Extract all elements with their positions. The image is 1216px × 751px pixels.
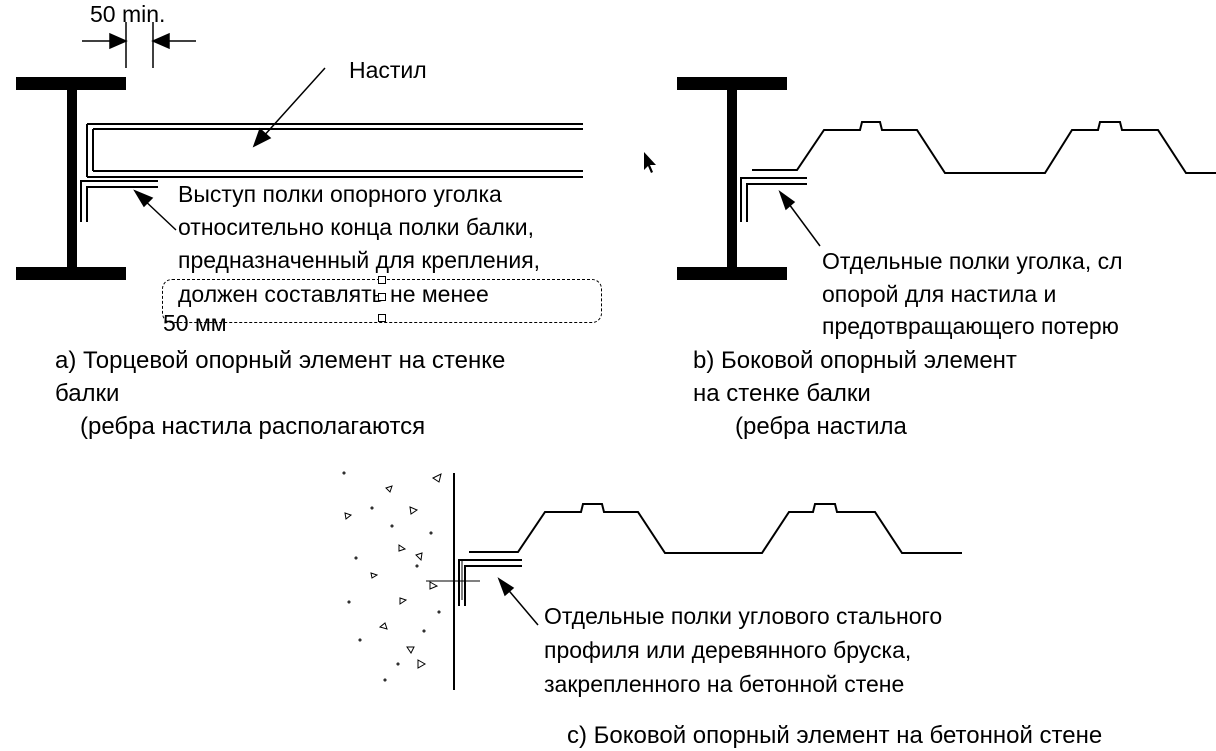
concrete-hatching [342, 471, 442, 682]
deck-label: Настил [349, 57, 427, 83]
note-line: опорой для настила и [822, 281, 1057, 307]
trapezoidal-deck-profile [752, 121, 1216, 174]
note-line: профиля или деревянного бруска, [544, 637, 912, 663]
panel-c-drawing [342, 471, 962, 690]
i-beam-top-flange [16, 77, 126, 90]
selection-top-handle[interactable] [378, 276, 386, 284]
selection-center-handle[interactable] [378, 293, 386, 301]
deck-slab [86, 123, 583, 178]
note-line: должен составлять не менее [178, 281, 489, 307]
i-beam-bottom-flange [677, 267, 787, 280]
caption-line: c) Боковой опорный элемент на бетонной с… [567, 722, 1103, 749]
note-line: закрепленного на бетонной стене [544, 671, 905, 697]
angle-leader-arrow [133, 189, 177, 231]
caption-line: b) Боковой опорный элемент [693, 347, 1017, 374]
support-angle [80, 180, 158, 222]
note-line: Отдельные полки уголка, сл [822, 248, 1123, 274]
i-beam-web [67, 90, 77, 268]
i-beam-top-flange [677, 77, 787, 90]
note-line: предотвращающего потерю [822, 313, 1119, 339]
note-line: Отдельные полки углового стального [544, 603, 943, 629]
selection-bottom-handle[interactable] [378, 314, 386, 322]
caption-line: балки [55, 380, 120, 407]
dimension-label: 50 min. [90, 1, 166, 27]
panel-b-drawing [677, 77, 1216, 280]
note-line: Выступ полки опорного уголка [178, 181, 502, 207]
caption-line: на стенке балки [693, 380, 871, 407]
deck-leader-arrow [252, 67, 326, 148]
caption-line: (ребра настила [735, 413, 907, 440]
bolt-centerlines [426, 560, 480, 600]
caption-line: (ребра настила располагаются [80, 413, 426, 440]
support-angle [740, 177, 807, 222]
angle-leader-arrow [497, 577, 539, 626]
note-line: 50 мм [163, 310, 227, 336]
caption-line: a) Торцевой опорный элемент на стенке [55, 347, 506, 374]
dimension-arrows [82, 22, 196, 68]
note-line: относительно конца полки балки, [178, 214, 535, 240]
note-line: предназначенный для крепления, [178, 247, 541, 273]
i-beam-bottom-flange [16, 267, 126, 280]
panel-a-drawing [16, 22, 583, 280]
i-beam-web [727, 90, 737, 268]
trapezoidal-deck-profile [469, 503, 962, 554]
support-angle [458, 559, 522, 606]
angle-leader-arrow [778, 190, 821, 247]
mouse-cursor-icon [644, 152, 656, 173]
